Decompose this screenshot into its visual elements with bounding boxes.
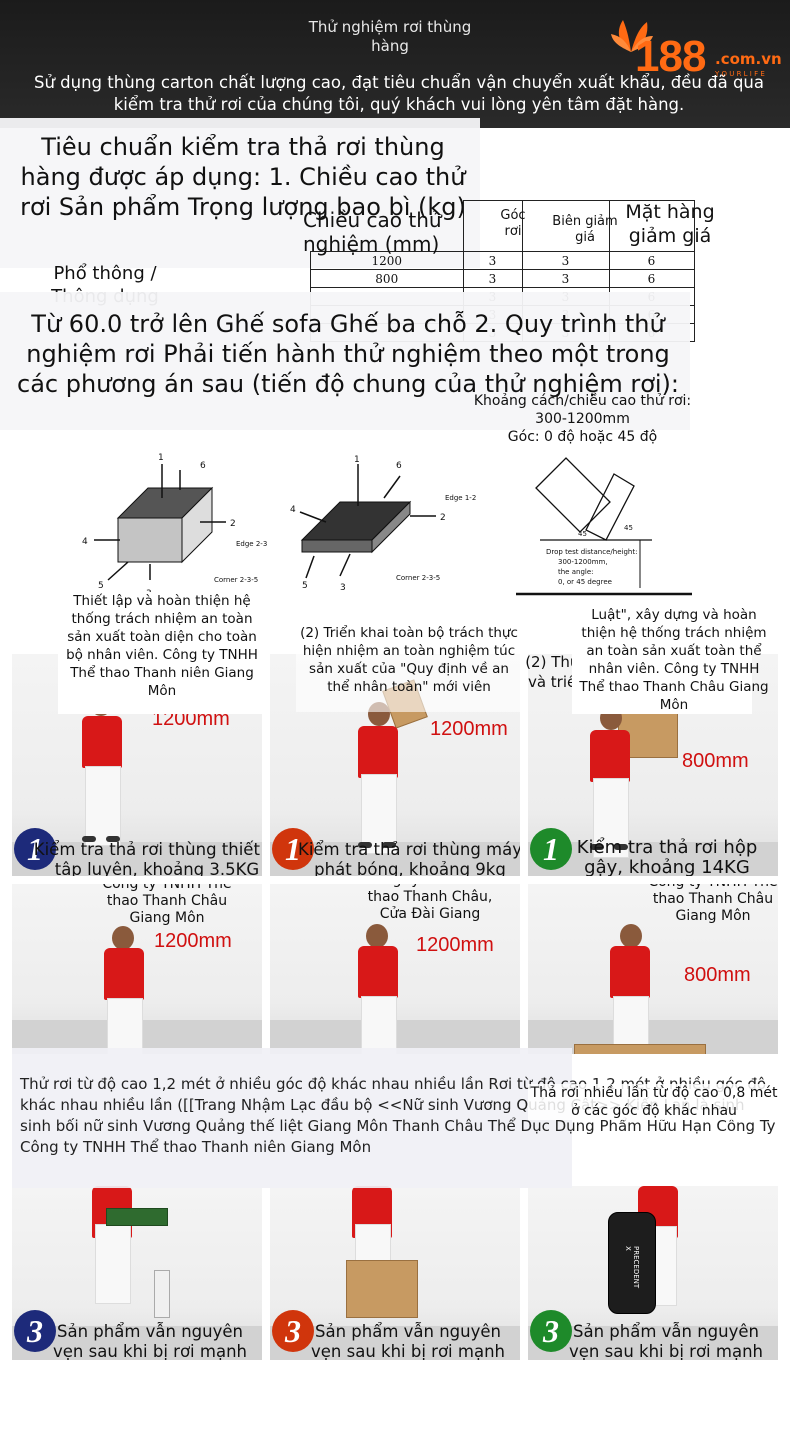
photo-title: Kiểm tra thả rơi thùng thiết bị tập luyệ…: [33, 840, 262, 876]
diagram-label: Edge 1-2: [445, 494, 476, 502]
table-header-cell: [521, 200, 610, 252]
diagram-label: 1: [158, 453, 164, 463]
step-badge: 1: [14, 828, 56, 870]
diagram-label: Corner 2-3-5: [396, 574, 440, 582]
header-title: Thử nghiệm rơi thùng hàng: [308, 18, 472, 55]
header-description: Sử dụng thùng carton chất lượng cao, đạt…: [33, 73, 765, 114]
diagram-label: 4: [82, 537, 88, 547]
drop-text-box: [12, 1048, 572, 1188]
table-cell: 1200: [310, 251, 464, 270]
step-badge: 3: [14, 1310, 56, 1352]
photo-company: Công ty TNHH Thể thao Thanh Châu, Cửa Đà…: [365, 884, 494, 922]
caption-2: (2) Triển khai toàn bộ trách thực hiện n…: [300, 625, 518, 695]
table-header-cell: [462, 200, 523, 252]
photo-company: Công ty TNHH Thể thao Thanh Châu Giang M…: [102, 884, 232, 926]
height-label: 1200mm: [430, 718, 508, 740]
table-row: 1200 3 3 6: [310, 251, 695, 270]
table-header-angle: Góc rơi: [500, 208, 526, 239]
photo-company: Công ty TNHH Thể thao Thanh Châu Giang M…: [648, 884, 777, 924]
table-cell: 3: [521, 269, 610, 288]
flower-icon: [611, 20, 653, 52]
diagram-label: 4: [290, 505, 296, 515]
height-label: 800mm: [682, 750, 749, 772]
table-cell: 6: [608, 269, 695, 288]
diagram-label: 45: [624, 524, 633, 532]
photo-intact-1: 3 Sản phẩm vẫn nguyên vẹn sau khi bị rơi…: [12, 1186, 262, 1360]
drop-diagrams: 1 6 2 4 5 3 Edge 2-3 Corner 2-3-5 1 6 Ed…: [82, 453, 692, 599]
step-badge: 3: [530, 1310, 572, 1352]
table-cell: 3: [462, 269, 523, 288]
step-badge: 1: [272, 828, 314, 870]
caption-4: Luật", xây dựng và hoàn thiện hệ thống t…: [579, 607, 769, 713]
height-label: 800mm: [684, 964, 751, 986]
caption-box-1: [58, 592, 264, 714]
table-header-cell: [608, 200, 695, 252]
photo-drop-3: 800mm 1 Kiểm tra thả rơi hộp gậy, khoảng…: [528, 654, 778, 876]
diagram-label: the angle:: [558, 568, 594, 576]
photo-title: Sản phẩm vẫn nguyên vẹn sau khi bị rơi m…: [569, 1322, 763, 1360]
diagram-label: 2: [440, 513, 446, 523]
photo-title: Kiểm tra thả rơi hộp gậy, khoảng 14KG: [576, 837, 758, 877]
diagram-label: 0, or 45 degree: [558, 578, 612, 586]
caption-1: Thiết lập và hoàn thiện hệ thống trách n…: [66, 593, 258, 699]
drop-info-distance: Khoảng cách/chiều cao thử rơi: 300-1200m…: [473, 393, 692, 427]
height-label: 1200mm: [154, 930, 232, 952]
table-header-height: Chiều cao thử nghiệm (mm): [303, 208, 442, 256]
photo-intact-2: 3 Sản phẩm vẫn nguyên vẹn sau khi bị rơi…: [270, 1186, 520, 1360]
bag-brand: PRECEDENT X: [624, 1246, 640, 1289]
table-cell: 3: [521, 251, 610, 270]
step-badge: 1: [530, 828, 572, 870]
diagram-face-drop: 1 6 2 4 5 3 Edge 2-3 Corner 2-3-5: [82, 453, 267, 599]
logo-domain: .com.vn: [715, 50, 782, 68]
table-header-face: Mặt hàng giảm giá: [625, 201, 715, 247]
photo-drop-6: 800mm Công ty TNHH Thể thao Thanh Châu G…: [528, 884, 778, 1054]
header-banner: [0, 0, 790, 128]
table-cell: 6: [608, 251, 695, 270]
photo-title: Sản phẩm vẫn nguyên vẹn sau khi bị rơi m…: [311, 1322, 505, 1360]
photo-title: Kiểm tra thả rơi thùng máy phát bóng, kh…: [298, 840, 520, 876]
photo-intact-3: PRECEDENT X 3 Sản phẩm vẫn nguyên vẹn sa…: [528, 1186, 778, 1360]
caption-box-4: [572, 604, 752, 714]
diagram-angle-drop: 45 45 Drop test distance/height: 300-120…: [516, 457, 692, 596]
brand-logo: 188 .com.vn Y O U R L I F E: [605, 14, 785, 84]
diagram-label: 1: [354, 455, 360, 465]
photo-drop-4: 1200mm Công ty TNHH Thể thao Thanh Châu …: [12, 884, 262, 1054]
procedure-box: [0, 292, 690, 430]
step-badge: 3: [272, 1310, 314, 1352]
drop-info: Khoảng cách/chiều cao thử rơi: 300-1200m…: [470, 392, 695, 446]
diagram-label: 5: [98, 581, 104, 591]
photo-title: Sản phẩm vẫn nguyên vẹn sau khi bị rơi m…: [53, 1322, 247, 1360]
diagram-label: 300-1200mm,: [558, 558, 608, 566]
photo-drop-5: 1200mm Công ty TNHH Thể thao Thanh Châu,…: [270, 884, 520, 1054]
diagram-label: 5: [302, 581, 308, 591]
table-cell: 800: [310, 269, 464, 288]
logo-tagline: Y O U R L I F E: [715, 70, 765, 78]
diagram-label: 3: [340, 583, 346, 593]
table-row: 800 3 3 6: [310, 269, 695, 288]
diagram-edge-drop: 1 6 Edge 1-2 2 4 5 3 Corner 2-3-5: [290, 455, 476, 593]
diagram-label: 6: [396, 461, 402, 471]
diagram-label: 6: [200, 461, 206, 471]
height-label: 1200mm: [416, 934, 494, 956]
diagram-label: 45: [578, 530, 587, 538]
diagram-label: 2: [230, 519, 236, 529]
diagram-label: Corner 2-3-5: [214, 576, 258, 584]
diagram-label: Edge 2-3: [236, 540, 267, 548]
drop-text-secondary: Thả rơi nhiều lần từ độ cao 0,8 mét ở cá…: [528, 1084, 780, 1120]
procedure-text: Từ 60.0 trở lên Ghế sofa Ghế ba chỗ 2. Q…: [17, 310, 679, 398]
table-header-edge: Biên giảm giá: [552, 214, 618, 245]
caption-box-2: [296, 622, 522, 712]
standard-text: Tiêu chuẩn kiểm tra thả rơi thùng hàng đ…: [20, 133, 466, 221]
drop-info-angle: Góc: 0 độ hoặc 45 độ: [507, 429, 658, 445]
logo-number: 188: [635, 32, 706, 81]
diagram-label: Drop test distance/height:: [546, 548, 637, 556]
